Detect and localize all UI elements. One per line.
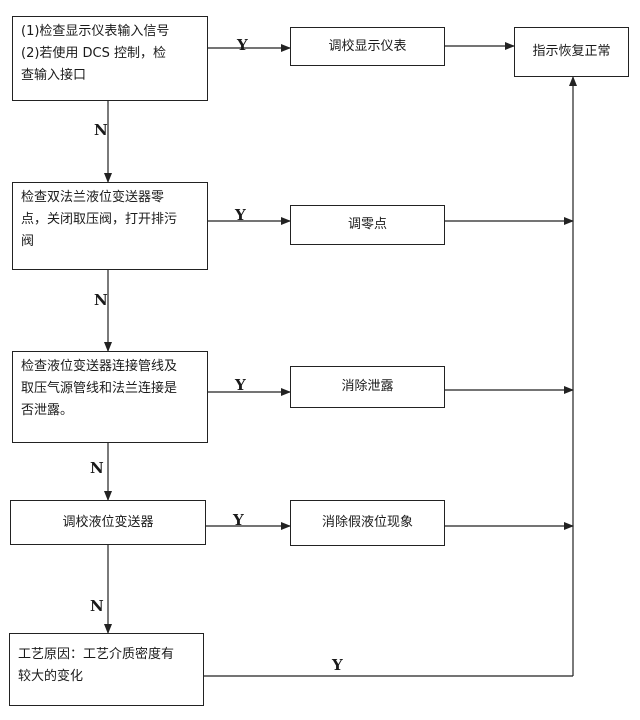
node-text-line: 检查液位变送器连接管线及 bbox=[21, 359, 178, 374]
node-text: 调校液位变送器 bbox=[62, 514, 154, 530]
node-text-line: (2)若使用 DCS 控制，检 bbox=[21, 46, 167, 61]
label-no: N bbox=[94, 121, 108, 139]
node-text-line: 查输入接口 bbox=[21, 68, 87, 83]
node-text: 消除泄露 bbox=[341, 379, 394, 394]
label-no: N bbox=[94, 291, 108, 309]
label-yes: Y bbox=[237, 36, 248, 54]
label-yes: Y bbox=[235, 206, 246, 224]
label-no: N bbox=[90, 597, 104, 615]
node-text: 调零点 bbox=[347, 217, 387, 232]
node-text-line: 点，关闭取压阀，打开排污 bbox=[21, 212, 178, 227]
node-check-display-input: (1)检查显示仪表输入信号 (2)若使用 DCS 控制，检 查输入接口 bbox=[12, 16, 208, 101]
node-text: 消除假液位现象 bbox=[321, 515, 413, 530]
node-text-line: 取压气源管线和法兰连接是 bbox=[21, 381, 178, 396]
node-indication-normal: 指示恢复正常 bbox=[514, 27, 629, 77]
node-text: 指示恢复正常 bbox=[532, 44, 611, 59]
node-text-line: (1)检查显示仪表输入信号 bbox=[21, 24, 170, 39]
node-check-dp-zero: 检查双法兰液位变送器零 点，关闭取压阀，打开排污 阀 bbox=[12, 182, 208, 270]
node-eliminate-false-level: 消除假液位现象 bbox=[290, 500, 445, 546]
node-calibrate-display: 调校显示仪表 bbox=[290, 27, 445, 66]
node-text-line: 工艺原因：工艺介质密度有 bbox=[18, 647, 175, 662]
node-text-line: 检查双法兰液位变送器零 bbox=[21, 190, 165, 205]
node-check-leak: 检查液位变送器连接管线及 取压气源管线和法兰连接是 否泄露。 bbox=[12, 351, 208, 443]
node-text: 调校显示仪表 bbox=[328, 38, 407, 54]
node-process-cause: 工艺原因：工艺介质密度有 较大的变化 bbox=[9, 633, 204, 706]
node-eliminate-leak: 消除泄露 bbox=[290, 366, 445, 408]
node-text-line: 阀 bbox=[21, 234, 35, 249]
label-yes: Y bbox=[332, 656, 343, 674]
label-no: N bbox=[90, 459, 104, 477]
node-calibrate-transmitter: 调校液位变送器 bbox=[10, 500, 206, 545]
label-yes: Y bbox=[235, 376, 246, 394]
node-adjust-zero: 调零点 bbox=[290, 205, 445, 245]
node-text-line: 否泄露。 bbox=[21, 403, 74, 418]
label-yes: Y bbox=[233, 511, 244, 529]
node-text-line: 较大的变化 bbox=[18, 669, 84, 684]
